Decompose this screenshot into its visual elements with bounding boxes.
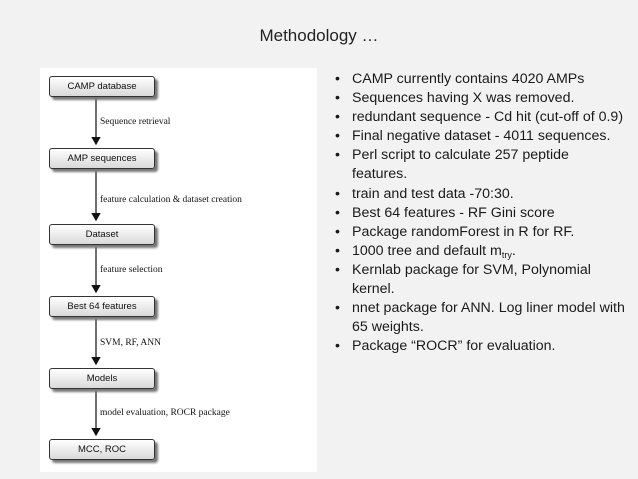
node-mcc-roc: MCC, ROC	[49, 439, 155, 460]
bullet-item: nnet package for ANN. Log liner model wi…	[335, 299, 625, 337]
edge-label-svm-rf-ann: SVM, RF, ANN	[100, 338, 162, 348]
bullet-text: redundant sequence - Cd hit (cut-off of …	[352, 109, 624, 126]
node-amp-sequences: AMP sequences	[49, 148, 155, 169]
bullet-text: Package “ROCR” for evaluation.	[352, 338, 556, 355]
bullet-item: Final negative dataset - 4011 sequences.	[335, 127, 625, 146]
bullet-item: redundant sequence - Cd hit (cut-off of …	[335, 108, 625, 127]
bullet-text: train and test data -70:30.	[352, 185, 514, 202]
edge-label-feature-selection: feature selection	[100, 265, 163, 275]
bullet-text: 1000 tree and default m	[352, 242, 502, 259]
bullet-text: Perl script to calculate 257 peptide fea…	[352, 147, 569, 183]
edge-label-model-evaluation: model evaluation, ROCR package	[100, 408, 230, 418]
bullet-item: Best 64 features - RF Gini score	[335, 204, 625, 223]
flowchart-arrows	[91, 98, 101, 437]
bullet-item: Package “ROCR” for evaluation.	[335, 337, 625, 356]
edge-label-feature-calculation: feature calculation & dataset creation	[100, 195, 242, 205]
methodology-flowchart: CAMP database AMP sequences Dataset Best…	[40, 68, 317, 472]
bullet-item: 1000 tree and default mtry.	[335, 242, 625, 261]
bullet-item: Perl script to calculate 257 peptide fea…	[335, 146, 625, 184]
edge-label-sequence-retrieval: Sequence retrieval	[100, 117, 171, 127]
node-dataset: Dataset	[49, 224, 155, 245]
node-best-64-features: Best 64 features	[49, 296, 155, 317]
bullet-item: Kernlab package for SVM, Polynomial kern…	[335, 261, 625, 299]
bullet-text: CAMP currently contains 4020 AMPs	[352, 71, 585, 87]
bullet-text: nnet package for ANN. Log liner model wi…	[352, 300, 625, 336]
slide-title: Methodology …	[259, 26, 379, 45]
bullet-text: Sequences having X was removed.	[352, 90, 575, 107]
node-camp-database: CAMP database	[49, 76, 155, 97]
bullet-text: Kernlab package for SVM, Polynomial kern…	[352, 261, 591, 298]
bullet-item: train and test data -70:30.	[335, 185, 625, 204]
bullet-item: Package randomForest in R for RF.	[335, 223, 625, 242]
bullet-text-end: .	[511, 242, 516, 259]
bullet-item: Sequences having X was removed.	[335, 89, 625, 108]
node-models: Models	[49, 368, 155, 389]
bullet-item: CAMP currently contains 4020 AMPs	[335, 70, 625, 89]
methodology-bullet-list: CAMP currently contains 4020 AMPs Sequen…	[335, 70, 625, 357]
subscript-try: try	[501, 249, 512, 260]
bullet-text: Best 64 features - RF Gini score	[352, 204, 555, 221]
bullet-text: Final negative dataset - 4011 sequences.	[352, 128, 611, 145]
bullet-text: Package randomForest in R for RF.	[352, 223, 575, 240]
